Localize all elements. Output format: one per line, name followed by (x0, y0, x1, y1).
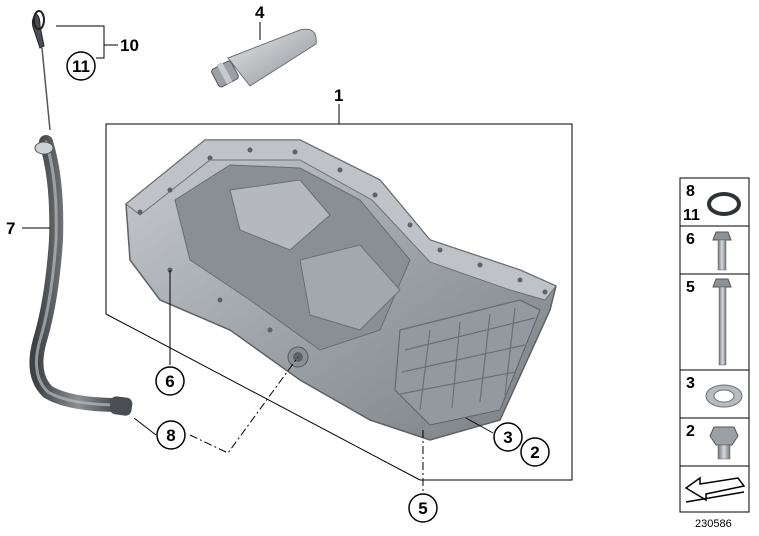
legend-row-drain-plug: 2 (686, 423, 739, 460)
sealant-tube (211, 28, 317, 88)
legend-row-long-bolt: 5 (686, 278, 732, 366)
callout-10: 10 (120, 36, 139, 55)
svg-text:2: 2 (686, 423, 695, 440)
washer-icon (705, 384, 743, 408)
svg-text:10: 10 (120, 36, 139, 55)
legend-row-oring: 8 11 (683, 183, 741, 224)
dipstick (31, 10, 51, 131)
callout-8: 8 (156, 420, 186, 450)
leader-lines (22, 22, 494, 494)
oil-pan (125, 139, 557, 441)
short-bolt-icon (712, 231, 732, 271)
callout-3: 3 (493, 422, 523, 452)
callout-1: 1 (334, 86, 343, 105)
callout-4: 4 (255, 3, 265, 22)
svg-text:7: 7 (6, 219, 15, 238)
svg-text:11: 11 (72, 57, 90, 76)
pan-frame (105, 104, 573, 481)
oring-icon (707, 192, 741, 216)
callout-11: 11 (66, 51, 96, 81)
legend-row-short-bolt: 6 (686, 231, 732, 271)
svg-text:6: 6 (686, 231, 695, 248)
callout-5: 5 (408, 493, 438, 523)
parts-legend: 8 11 6 5 3 (679, 177, 750, 513)
svg-text:11: 11 (683, 207, 700, 224)
svg-text:3: 3 (686, 375, 695, 392)
legend-row-washer: 3 (686, 375, 743, 408)
svg-text:8: 8 (166, 426, 175, 445)
svg-text:6: 6 (165, 372, 174, 391)
svg-text:2: 2 (530, 443, 539, 462)
drain-plug-icon (709, 426, 739, 460)
svg-text:5: 5 (686, 279, 695, 296)
svg-text:5: 5 (418, 499, 427, 518)
diagram-id: 230586 (695, 518, 732, 530)
svg-text:1: 1 (334, 86, 343, 105)
dipstick-guide-tube (29, 135, 133, 416)
svg-text:8: 8 (686, 183, 695, 200)
svg-text:3: 3 (503, 428, 512, 447)
callout-2: 2 (520, 437, 550, 467)
long-bolt-icon (712, 278, 732, 366)
direction-arrow-icon (684, 476, 746, 503)
svg-text:4: 4 (255, 3, 265, 22)
callout-6: 6 (155, 366, 185, 396)
callout-7: 7 (6, 219, 15, 238)
